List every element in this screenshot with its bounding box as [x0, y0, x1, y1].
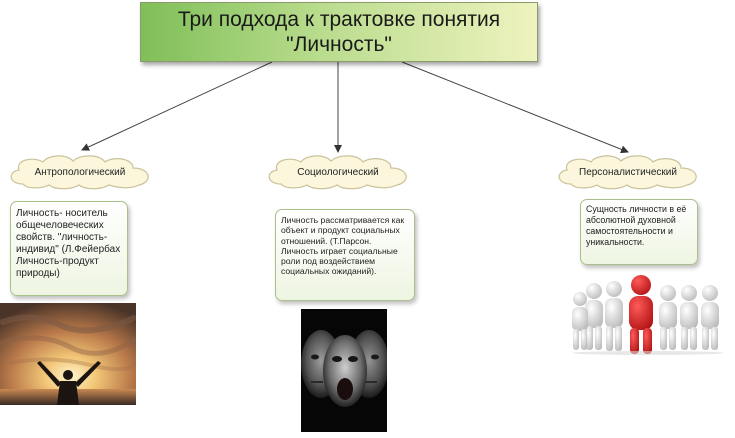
screaming-faces-image	[301, 309, 387, 432]
cloud-label-personalistic: Персоналистический	[579, 166, 677, 178]
cloud-label-anthropological: Антропологический	[34, 166, 126, 178]
cloud-shape	[10, 155, 149, 190]
white-figure	[701, 285, 719, 350]
cloud-sociological: Социологический	[263, 154, 413, 190]
cloud-shape	[558, 155, 697, 190]
title-box: Три подхода к трактовке понятия "Личност…	[140, 2, 538, 62]
cloud-shape	[268, 155, 407, 190]
cloud-label-sociological: Социологический	[297, 166, 379, 178]
figures-group-image	[568, 273, 728, 355]
description-personalistic: Сущность личности в её абсолютной духовн…	[580, 199, 698, 265]
cloud-personalistic: Персоналистический	[553, 154, 703, 190]
white-figure	[680, 285, 698, 350]
white-figure	[605, 281, 623, 351]
description-anthropological: Личность- носитель общечеловеческих свой…	[10, 201, 128, 296]
red-figure	[629, 275, 653, 354]
arrow-to-personalistic	[401, 61, 629, 154]
white-figure	[659, 285, 677, 350]
title-line-2: "Личность"	[286, 33, 392, 56]
arrow-to-anthropological	[81, 61, 273, 151]
cloud-anthropological: Антропологический	[5, 154, 155, 190]
title-line-1: Три подхода к трактовке понятия	[177, 8, 501, 31]
white-figure	[585, 283, 603, 350]
sunset-silhouette-image	[0, 303, 136, 405]
description-sociological: Личность рассматривается как объект и пр…	[275, 209, 415, 301]
white-figure	[572, 292, 588, 350]
